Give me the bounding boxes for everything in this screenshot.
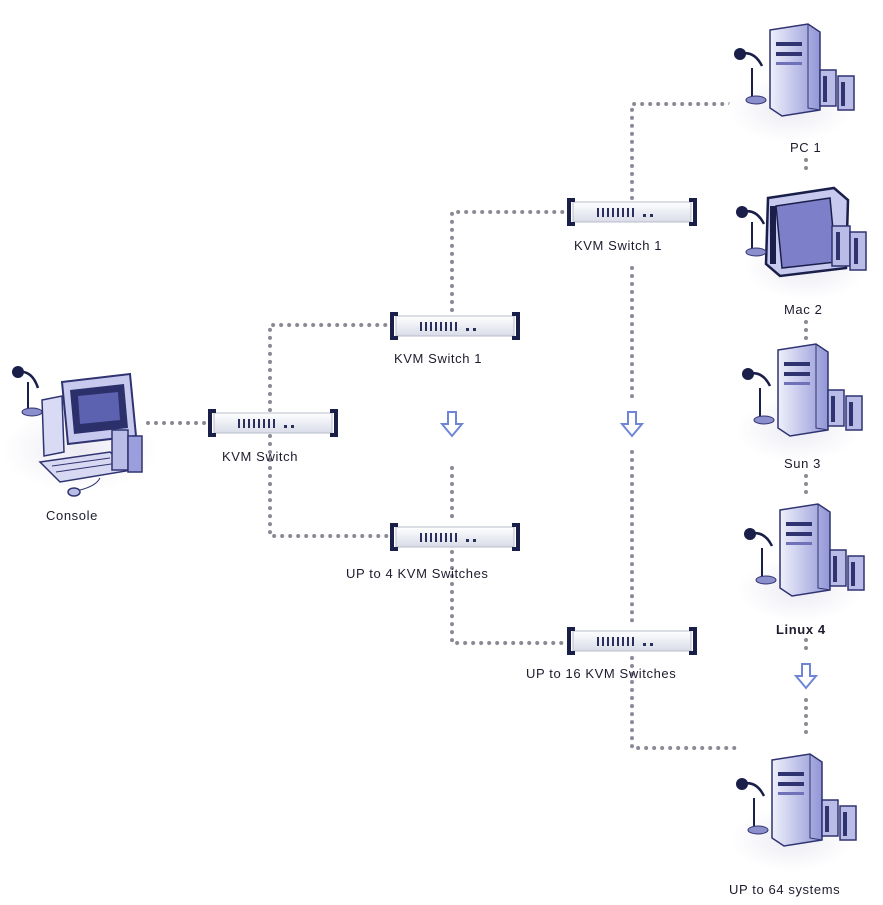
kvm-switch-main bbox=[208, 409, 338, 437]
down-arrow-icon bbox=[441, 411, 463, 437]
mac-2-label: Mac 2 bbox=[784, 302, 823, 317]
down-arrow-icon bbox=[795, 663, 817, 689]
kvm-switch-1-top-label: KVM Switch 1 bbox=[574, 238, 663, 253]
console-computer-icon bbox=[2, 366, 158, 497]
pc-1-server-icon bbox=[726, 22, 856, 144]
down-arrow-icon bbox=[621, 411, 643, 437]
up-to-64-systems-server-icon bbox=[728, 752, 858, 874]
up-to-16-kvm-switches-label: UP to 16 KVM Switches bbox=[526, 666, 677, 681]
kvm-switch-up-to-4 bbox=[390, 523, 520, 551]
kvm-switch-1-mid-label: KVM Switch 1 bbox=[394, 351, 483, 366]
mac-2-computer-icon bbox=[736, 186, 868, 300]
up-to-4-kvm-switches-label: UP to 4 KVM Switches bbox=[346, 566, 489, 581]
console-label: Console bbox=[46, 508, 98, 523]
kvm-switch-up-to-16 bbox=[567, 627, 697, 655]
sun-3-server-icon bbox=[734, 342, 864, 464]
connection-lines bbox=[146, 102, 808, 750]
up-to-64-systems-label: UP to 64 systems bbox=[729, 882, 841, 897]
pc-1-label: PC 1 bbox=[790, 140, 822, 155]
linux-4-label: Linux 4 bbox=[776, 622, 826, 637]
linux-4-server-icon bbox=[736, 502, 866, 624]
kvm-switch-1-mid bbox=[390, 312, 520, 340]
kvm-switch-label: KVM Switch bbox=[222, 449, 299, 464]
sun-3-label: Sun 3 bbox=[784, 456, 821, 471]
kvm-switch-1-top bbox=[567, 198, 697, 226]
